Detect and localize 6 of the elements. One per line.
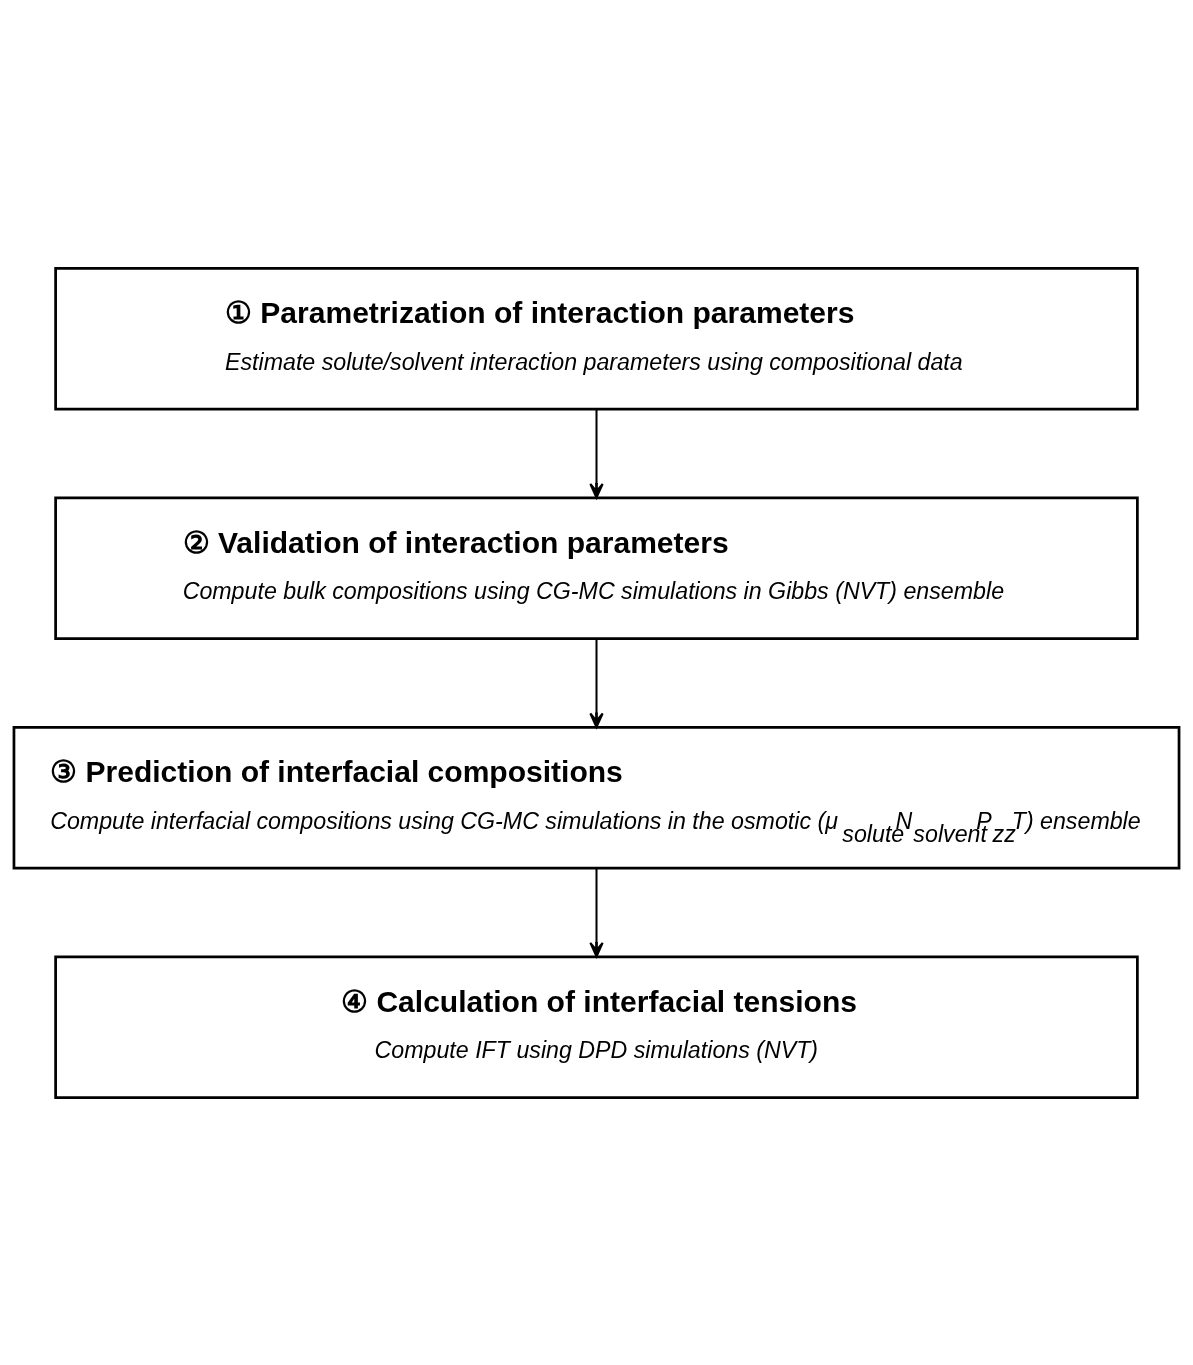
arrow <box>589 867 604 958</box>
node-box: ④ Calculation of interfacial tensions Compute IFT using DPD simulations (NVT) <box>54 955 1139 1099</box>
arrow <box>589 638 604 728</box>
node-box: ① Parametrization of interaction parameters Estimate solute/solvent interaction parameters using compositional data <box>54 266 1139 410</box>
node-box: ② Validation of interaction parameters Compute bulk compositions using CG-MC simulations in Gibbs (NVT) ensemble <box>54 496 1139 640</box>
arrow <box>589 408 604 499</box>
